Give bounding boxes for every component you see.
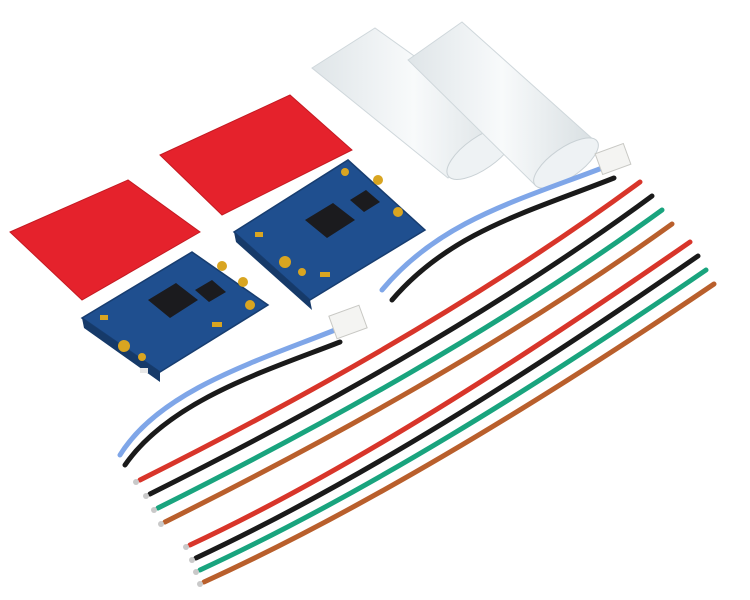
loose-wires-upper [137, 179, 675, 525]
red-adhesive-pad-right [159, 94, 353, 216]
wire-tips [133, 479, 203, 587]
jst-lead-upper [379, 142, 632, 303]
pcb-module-right [232, 159, 427, 310]
heat-shrink-tube-right [407, 21, 599, 189]
jst-lead-lower [117, 304, 368, 468]
pcb-module-left [80, 251, 270, 382]
red-adhesive-pad-left [9, 179, 201, 301]
loose-wires-lower [187, 239, 717, 585]
